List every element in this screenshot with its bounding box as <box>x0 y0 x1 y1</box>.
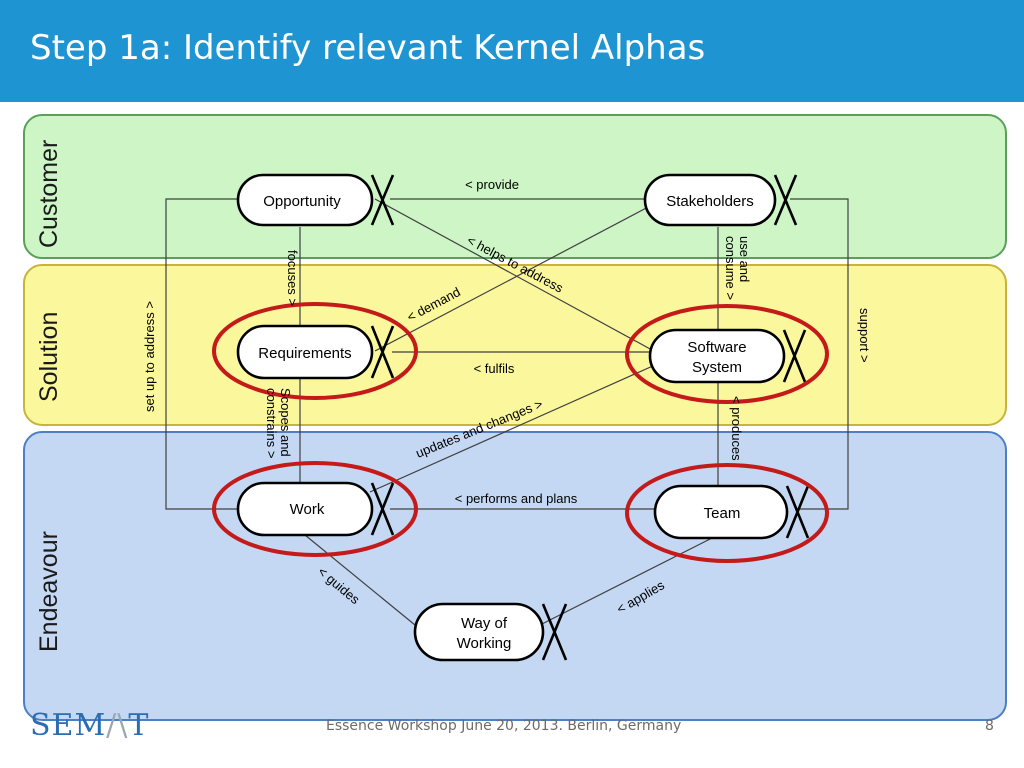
alpha-work: Work <box>236 481 395 537</box>
relation-use-and-consume-2: consume > <box>723 236 738 300</box>
line-work-software <box>369 364 656 493</box>
relation-set-up-to-address: set up to address > <box>142 301 157 412</box>
endeavour-area-label: Endeavour <box>35 531 63 652</box>
footer-text: Essence Workshop June 20, 2013. Berlin, … <box>326 718 682 734</box>
alpha-opportunity-label: Opportunity <box>263 193 341 210</box>
relation-support: support > <box>857 308 872 363</box>
alpha-way-of-working: Way of Working <box>413 602 568 662</box>
alpha-work-label: Work <box>290 501 325 518</box>
line-opportunity-software <box>374 198 653 351</box>
page-number: 8 <box>985 718 994 734</box>
title-bar <box>0 0 1024 102</box>
solution-area-label: Solution <box>35 312 63 402</box>
alpha-stakeholders: Stakeholders <box>643 173 798 227</box>
semat-logo: SEM/\T <box>30 708 150 743</box>
alpha-software-system: Software System <box>648 328 807 384</box>
alpha-way-of-working-label-1: Way of <box>461 615 508 632</box>
endeavour-band <box>23 431 1007 721</box>
alpha-stakeholders-label: Stakeholders <box>666 193 754 210</box>
alpha-software-system-label-1: Software <box>687 339 746 356</box>
slide-title: Step 1a: Identify relevant Kernel Alphas <box>30 28 706 68</box>
highlight-ring-work <box>212 461 418 557</box>
customer-area-label: Customer <box>35 140 63 248</box>
relation-scopes-and-constrains-1: Scopes and <box>278 388 293 457</box>
line-requirements-stakeholders <box>374 204 653 352</box>
highlight-ring-requirements <box>212 302 418 400</box>
alpha-requirements-label: Requirements <box>258 345 351 362</box>
alpha-team-label: Team <box>704 505 741 522</box>
relation-use-and-consume-1: use and <box>737 236 752 282</box>
highlight-ring-team <box>625 463 829 563</box>
relation-fulfils: < fulfils <box>474 361 515 376</box>
relation-produces: < produces <box>729 396 744 461</box>
alpha-way-of-working-label-2: Working <box>457 635 512 652</box>
relation-performs-and-plans: < performs and plans <box>455 491 578 506</box>
solution-band <box>23 264 1007 426</box>
line-team-wayofworking <box>539 534 719 626</box>
alpha-software-system-label-2: System <box>692 359 742 376</box>
relation-provide: < provide <box>465 177 519 192</box>
relation-focuses: focuses > <box>285 250 300 306</box>
line-work-wayofworking <box>304 534 416 626</box>
alpha-requirements: Requirements <box>236 324 395 380</box>
line-stakeholders-team-outer <box>790 198 849 510</box>
highlight-ring-software-system <box>625 304 829 404</box>
alpha-team: Team <box>653 484 810 540</box>
alpha-opportunity: Opportunity <box>236 173 395 227</box>
relation-scopes-and-constrains-2: constrains > <box>264 388 279 458</box>
line-opportunity-work-outer <box>165 198 238 510</box>
